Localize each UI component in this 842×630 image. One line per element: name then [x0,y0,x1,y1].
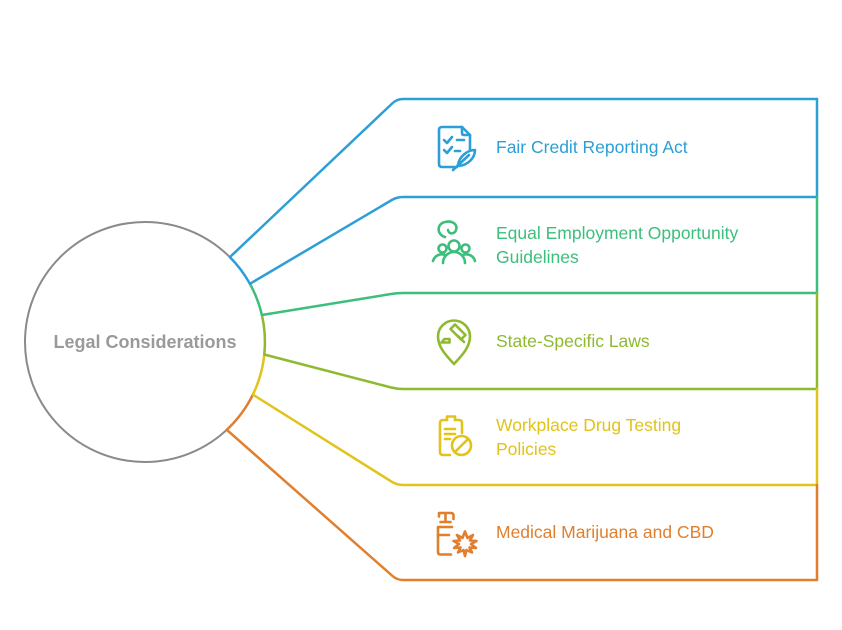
circle-arc-blue [228,255,252,286]
branch-label: Fair Credit Reporting Act [496,136,688,157]
circle-arc-green [248,282,264,317]
people-group-care-icon [424,215,484,275]
circle-arc-olive [260,313,267,356]
circle-arc-orange [225,393,255,432]
branch-label: Workplace Drug Testing Policies [496,414,682,460]
map-pin-gavel-icon [424,311,484,371]
branch1-top-edge [228,97,819,259]
branch-item-state-specific-laws: State-Specific Laws [424,293,826,389]
branch-item-workplace-drug-testing: Workplace Drug Testing Policies [424,389,826,485]
branch-label: Medical Marijuana and CBD [496,522,714,543]
document-checklist-quill-icon [424,117,484,177]
branch-label: Equal Employment Opportunity Guidelines [496,222,739,268]
clipboard-prohibition-icon [424,407,484,467]
branch4-bottom-edge [251,393,819,487]
branch-label: State-Specific Laws [496,330,650,351]
branch-item-equal-employment-opportunity: Equal Employment Opportunity Guidelines [424,197,826,293]
branch5-bottom-edge [225,428,819,582]
branch-item-medical-marijuana-cbd: Medical Marijuana and CBD [424,485,826,580]
bottle-cannabis-leaf-icon [424,503,484,563]
branch1-bottom-edge [248,195,819,286]
branch2-bottom-edge [260,291,819,317]
branch-item-fair-credit-reporting-act: Fair Credit Reporting Act [424,99,826,195]
branch3-bottom-edge [263,353,819,391]
center-node-label: Legal Considerations [53,331,237,352]
circle-arc-yellow [251,353,266,396]
